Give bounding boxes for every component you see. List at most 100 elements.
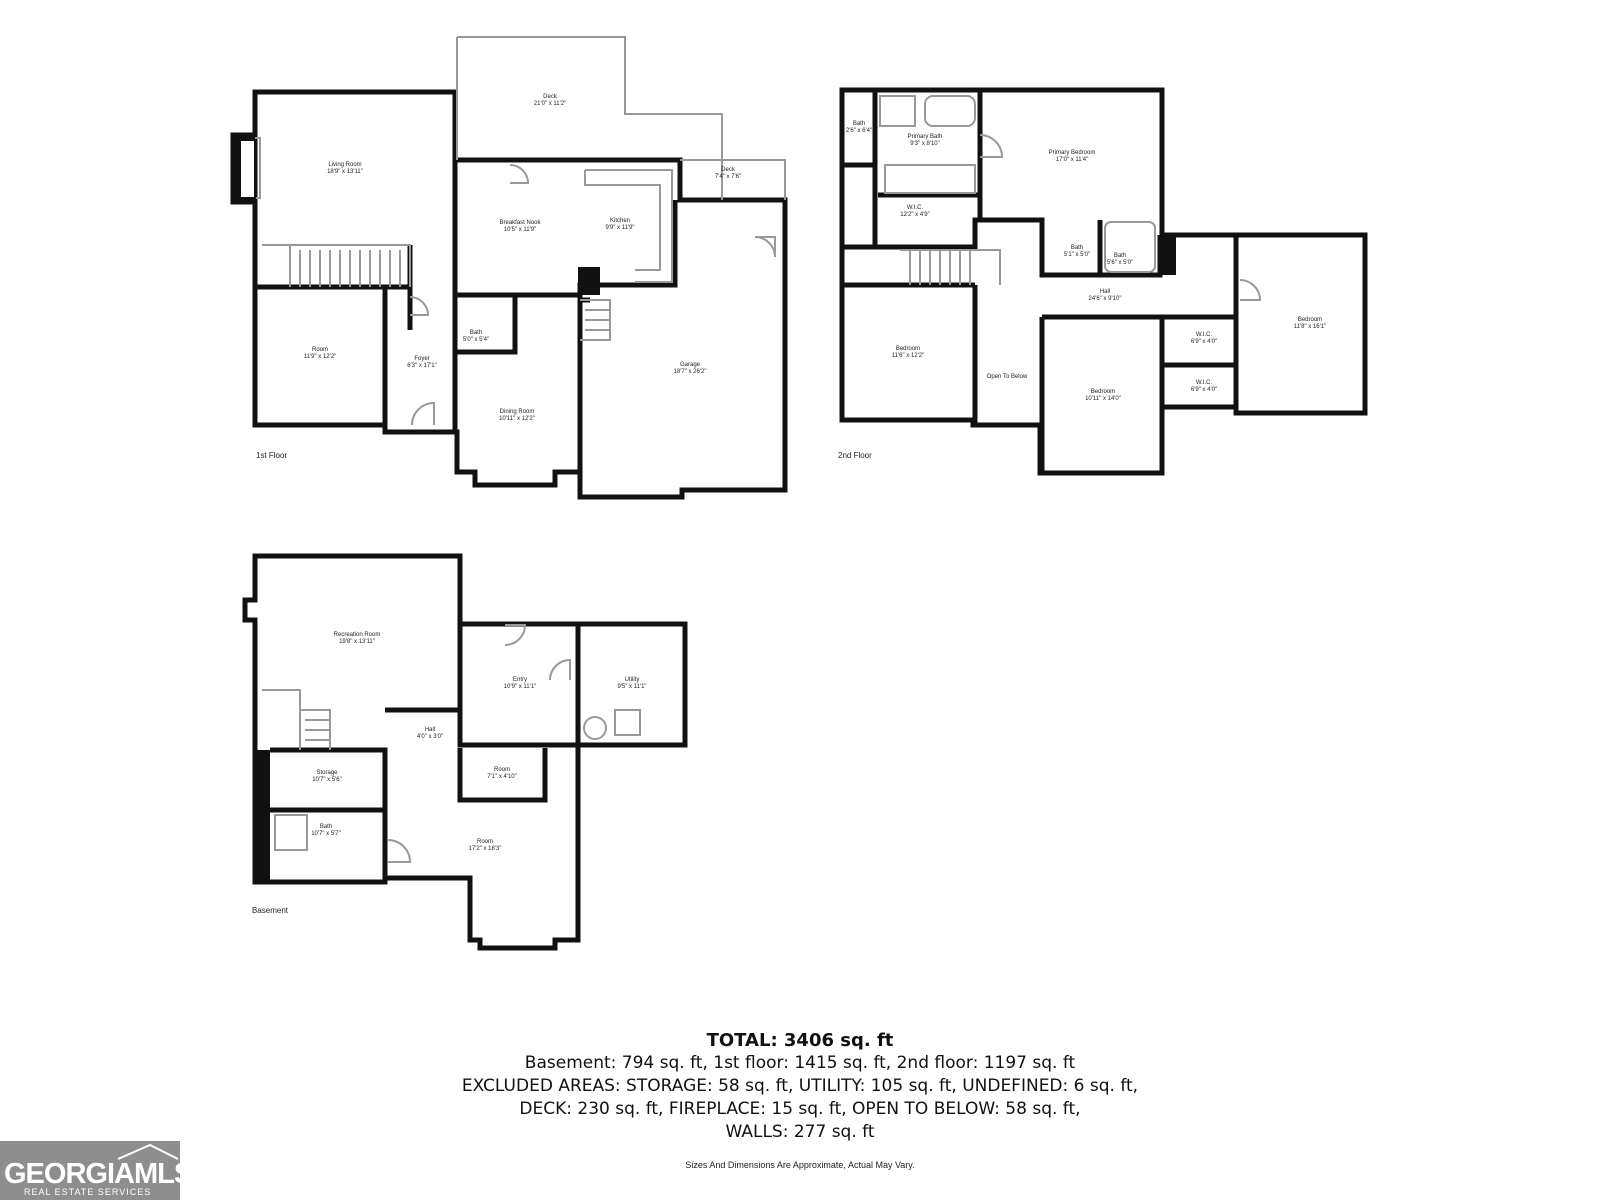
room-dimensions: 11'9" x 12'2"	[303, 354, 337, 360]
total-area: TOTAL: 3406 sq. ft	[706, 1030, 894, 1051]
utility-unit	[614, 709, 641, 736]
room-name: Breakfast Nook	[499, 220, 541, 226]
excluded-areas-line3: WALLS: 277 sq. ft	[725, 1122, 875, 1142]
room-name: Bath	[469, 330, 483, 336]
room-name: Kitchen	[609, 218, 630, 224]
room-dimensions: 17'2" x 18'3"	[468, 846, 502, 852]
door-swing-room	[409, 296, 430, 316]
excluded-areas-line1: EXCLUDED AREAS: STORAGE: 58 sq. ft, UTIL…	[461, 1076, 1139, 1096]
room-name: Primary Bedroom	[1048, 150, 1096, 156]
room-name: Bath	[1113, 253, 1127, 259]
first-floor-stairs	[262, 244, 411, 287]
room-dimensions: 10'7" x 5'6"	[312, 777, 342, 783]
georgia-mls-logo: GEORGIAMLS REAL ESTATE SERVICES	[0, 1141, 193, 1200]
fireplace-insert	[239, 139, 256, 199]
deck-small-outline	[680, 159, 786, 200]
floor-label-second: 2nd Floor	[838, 451, 872, 460]
room-dimensions: 4'0" x 3'0"	[416, 734, 444, 740]
basement-shower	[274, 814, 308, 851]
bath-vanity-2f	[884, 164, 976, 194]
room-dimensions: 6'9" x 4'0"	[1190, 339, 1218, 345]
garage-stairs	[580, 299, 611, 341]
door-swing-foyer	[411, 401, 435, 426]
room-name: Recreation Room	[333, 632, 381, 638]
room-dimensions: 9'3" x 8'10"	[910, 141, 940, 147]
door-swing-garage	[754, 236, 776, 258]
room-name: Entry	[512, 677, 527, 683]
room-label-wic-b: W.I.C.6'9" x 4'0"	[1154, 380, 1254, 394]
room-name: Bath	[852, 121, 866, 127]
room-dimensions: 17'0" x 11'4"	[1055, 157, 1089, 163]
room-name: W.I.C.	[1195, 332, 1213, 338]
water-heater	[583, 716, 607, 740]
room-dimensions: 19'8" x 13'11"	[339, 639, 375, 645]
room-name: Utility	[624, 677, 640, 683]
room-name: Bedroom	[1090, 389, 1116, 395]
room-label-open-below: Open To Below	[957, 374, 1057, 381]
room-dimensions: 10'9" x 11'1"	[503, 684, 537, 690]
floor-label-basement: Basement	[252, 906, 289, 915]
room-dimensions: 9'9" x 11'9"	[605, 225, 635, 231]
door-swing-entry	[504, 624, 527, 646]
room-name: Hall	[424, 727, 436, 733]
room-dimensions: 12'2" x 4'9"	[900, 212, 930, 218]
room-name: W.I.C.	[906, 205, 924, 211]
room-label-wic-primary: W.I.C.12'2" x 4'9"	[865, 205, 965, 219]
primary-tub	[924, 95, 976, 127]
room-dimensions: 11'6" x 12'2"	[891, 353, 925, 359]
room-name: W.I.C.	[1195, 380, 1213, 386]
deck-outline	[456, 36, 723, 200]
room-name: Deck	[543, 94, 557, 100]
door-swing-primary	[979, 134, 1004, 158]
disclaimer: Sizes And Dimensions Are Approximate, Ac…	[685, 1160, 915, 1170]
door-swing-utility	[549, 658, 571, 681]
door-swing-basement-room	[387, 839, 412, 863]
room-name: Room	[476, 839, 493, 845]
room-dimensions: 6'9" x 4'0"	[1190, 387, 1218, 393]
hall-closet-block	[1162, 235, 1176, 275]
room-label-wic-a: W.I.C.6'9" x 4'0"	[1154, 332, 1254, 346]
room-dimensions: 11'8" x 16'1"	[1293, 324, 1327, 330]
room-dimensions: 18'7" x 26'2"	[673, 369, 707, 375]
room-dimensions: 2'6" x 6'4"	[845, 128, 873, 134]
logo-tagline: REAL ESTATE SERVICES	[24, 1187, 152, 1197]
excluded-areas-line2: DECK: 230 sq. ft, FIREPLACE: 15 sq. ft, …	[519, 1099, 1081, 1119]
room-name: Living Room	[328, 162, 362, 168]
room-dimensions: 10'11" x 14'0"	[1085, 396, 1121, 402]
room-name: Storage	[316, 770, 338, 776]
room-name: Garage	[679, 362, 700, 368]
room-dimensions: 5'0" x 5'4"	[462, 337, 490, 343]
room-dimensions: 10'11" x 12'2"	[499, 416, 535, 422]
room-dimensions: 5'6" x 5'0"	[1106, 260, 1134, 266]
door-swing-nook	[509, 164, 530, 184]
room-name: Bath	[319, 824, 333, 830]
area-summary: TOTAL: 3406 sq. ft Basement: 794 sq. ft,…	[300, 1030, 1300, 1144]
room-name: Hall	[1099, 289, 1111, 295]
room-name: Room	[493, 767, 510, 773]
second-floor-stairs	[900, 249, 1001, 285]
room-name: Bedroom	[1297, 317, 1323, 323]
hall-tub	[1104, 221, 1156, 273]
room-dimensions: 5'1" x 5'0"	[1063, 252, 1091, 258]
room-name: Bedroom	[895, 346, 921, 352]
room-dimensions: 10'5" x 11'9"	[503, 227, 537, 233]
room-dimensions: 24'6" x 9'10"	[1088, 296, 1122, 302]
kitchen-counter	[584, 169, 673, 283]
kitchen-column	[578, 267, 600, 295]
